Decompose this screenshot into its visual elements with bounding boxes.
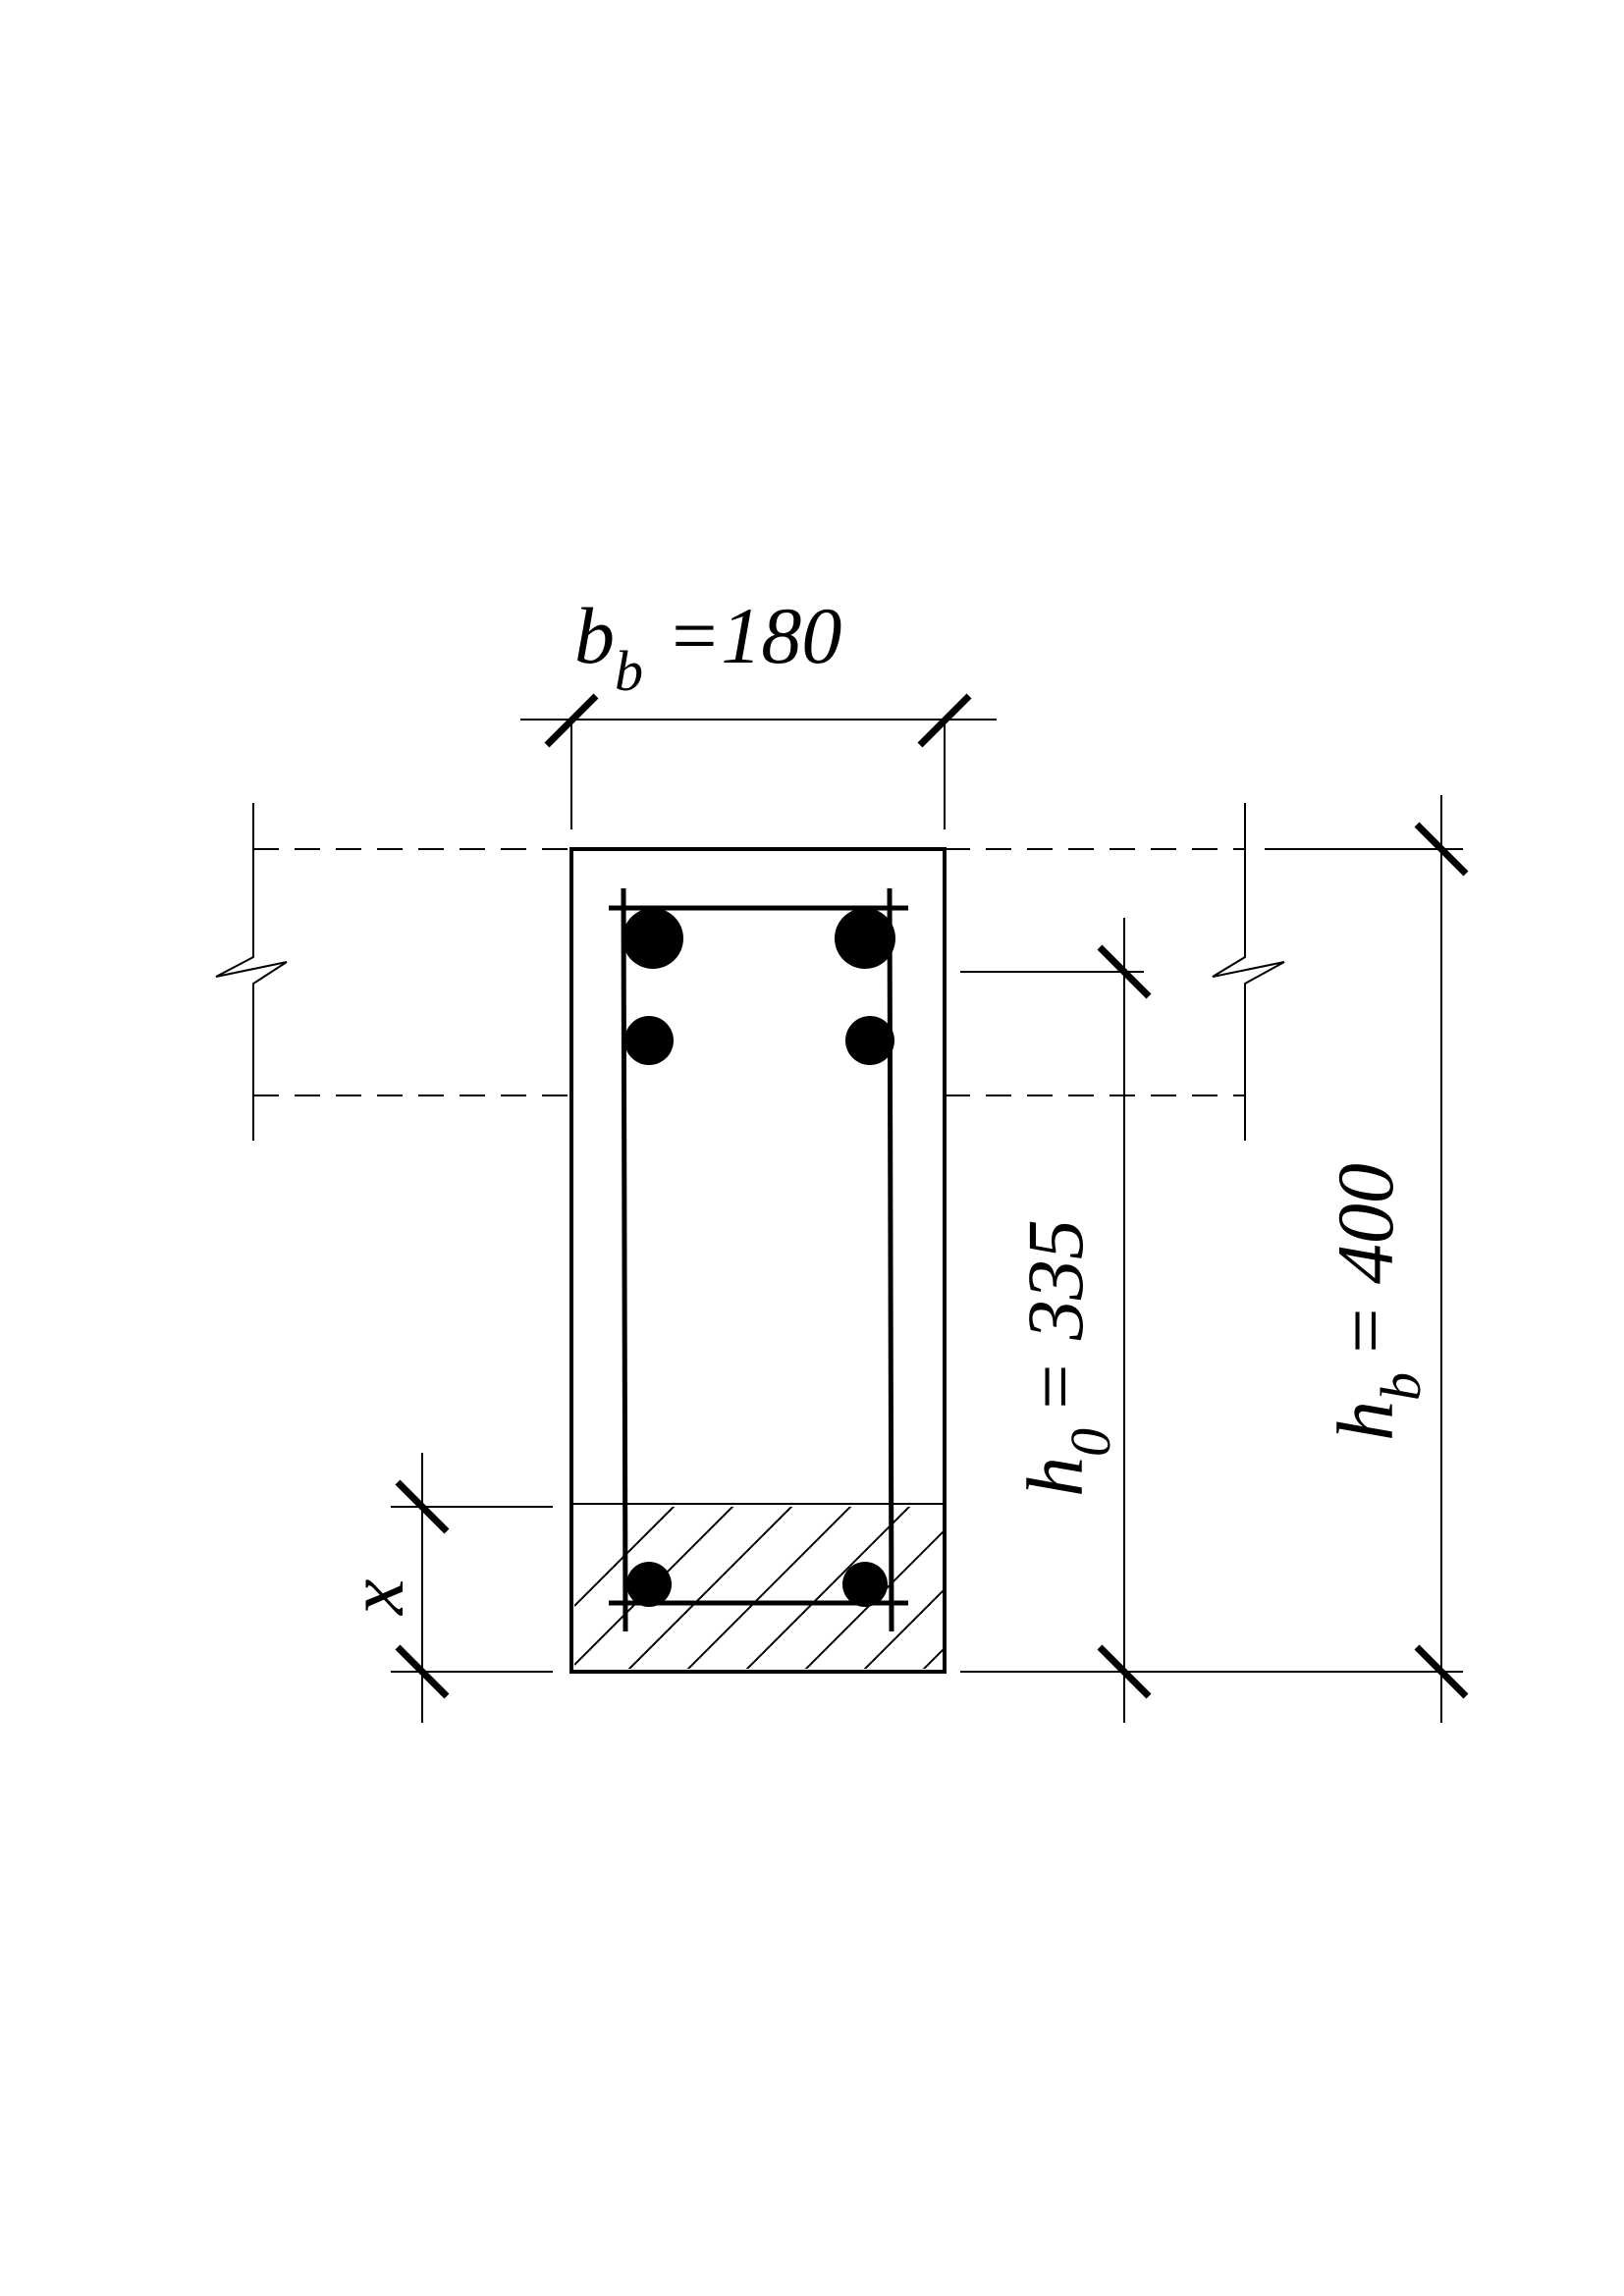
bottom-bar-right (842, 1562, 888, 1607)
compression-zone-label: x (331, 1579, 420, 1616)
width-dimension (520, 693, 997, 829)
height-dimension (1265, 795, 1469, 1723)
width-label: bb =180 (574, 591, 841, 703)
slab-left-break-line (215, 803, 288, 1141)
top-bar-small-left (624, 1016, 674, 1065)
width-label-subscript: b (615, 639, 643, 703)
width-tick-left (544, 693, 599, 748)
reinforcement-bars (623, 908, 895, 1607)
h0-tick-bottom (1097, 1644, 1152, 1699)
top-bar-large-right (835, 908, 895, 969)
top-bar-small-right (845, 1016, 894, 1065)
eff-depth-label-symbol: h (1010, 1457, 1100, 1497)
hb-tick-top (1414, 822, 1469, 877)
compression-zone-dimension (391, 1453, 553, 1723)
stirrup (609, 887, 908, 1632)
eff-depth-label-value: = 335 (1010, 1219, 1100, 1415)
width-tick-right (917, 693, 972, 748)
effective-depth-dimension (960, 918, 1463, 1723)
height-label-value: = 400 (1321, 1163, 1410, 1359)
h0-tick-top (1097, 944, 1152, 999)
x-tick-top (395, 1479, 450, 1534)
bottom-bar-left (626, 1562, 672, 1607)
hb-tick-bottom (1414, 1644, 1469, 1699)
slab-right-break-line (1212, 803, 1285, 1141)
width-label-symbol: b (574, 591, 615, 680)
top-bar-large-left (623, 908, 683, 969)
height-label-subscript: b (1369, 1372, 1433, 1401)
eff-depth-label-subscript: 0 (1058, 1428, 1122, 1457)
height-label-symbol: h (1321, 1401, 1410, 1441)
beam-section-outline (569, 847, 947, 1674)
stirrup-left-leg (621, 887, 628, 1632)
slab-outline (215, 803, 1285, 1141)
width-label-value: =180 (667, 591, 841, 680)
effective-depth-label: h0 = 335 (1010, 1219, 1122, 1497)
height-label: hb = 400 (1321, 1163, 1433, 1441)
stirrup-right-leg (887, 887, 894, 1632)
x-tick-bottom (395, 1644, 450, 1699)
